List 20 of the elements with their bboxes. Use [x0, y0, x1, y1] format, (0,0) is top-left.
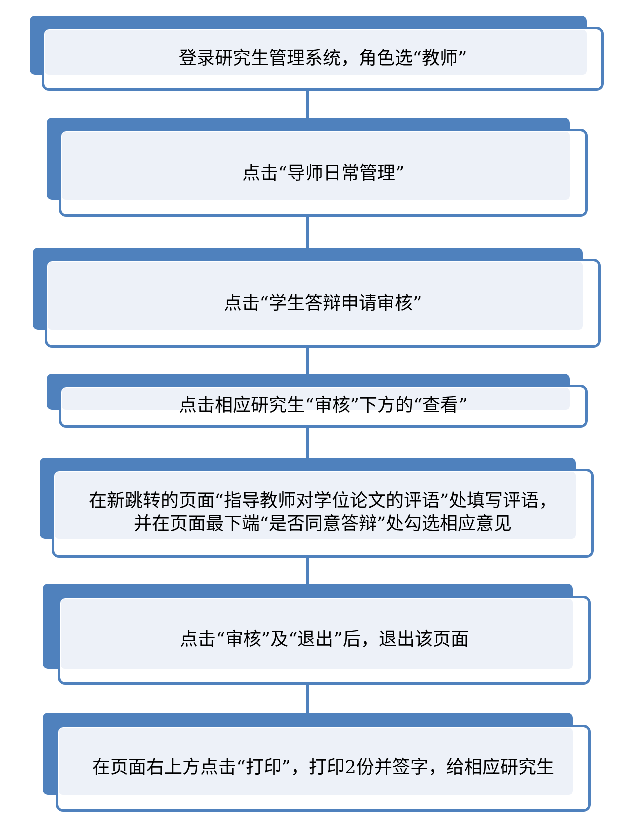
connector-line [306, 558, 310, 584]
connector-line [306, 91, 310, 118]
step-text: 登录研究生管理系统，角色选“教师” [178, 48, 468, 70]
step-text: 点击“审核”及“退出”后，退出该页面 [180, 628, 469, 652]
process-box [47, 374, 588, 428]
step-text: 在新跳转的页面“指导教师对学位论文的评语”处填写评语，并在页面最下端“是否同意答辩”处勾选相应意见 [88, 490, 558, 536]
connector-line [306, 217, 310, 248]
process-box [47, 118, 588, 217]
step-text: 在页面右上方点击“打印”，打印2份并签字，给相应研究生 [92, 756, 554, 780]
process-box [40, 458, 594, 558]
process-box [33, 248, 601, 348]
step-text: 点击“导师日常管理” [242, 162, 405, 186]
connector-line [306, 685, 310, 713]
connector-line [306, 348, 310, 374]
process-box [30, 16, 604, 91]
step-text: 点击“学生答辩申请审核” [224, 292, 422, 316]
step-text: 点击相应研究生“审核”下方的“查看” [179, 394, 468, 418]
process-box [43, 713, 591, 812]
process-box [43, 584, 591, 685]
connector-line [306, 428, 310, 458]
